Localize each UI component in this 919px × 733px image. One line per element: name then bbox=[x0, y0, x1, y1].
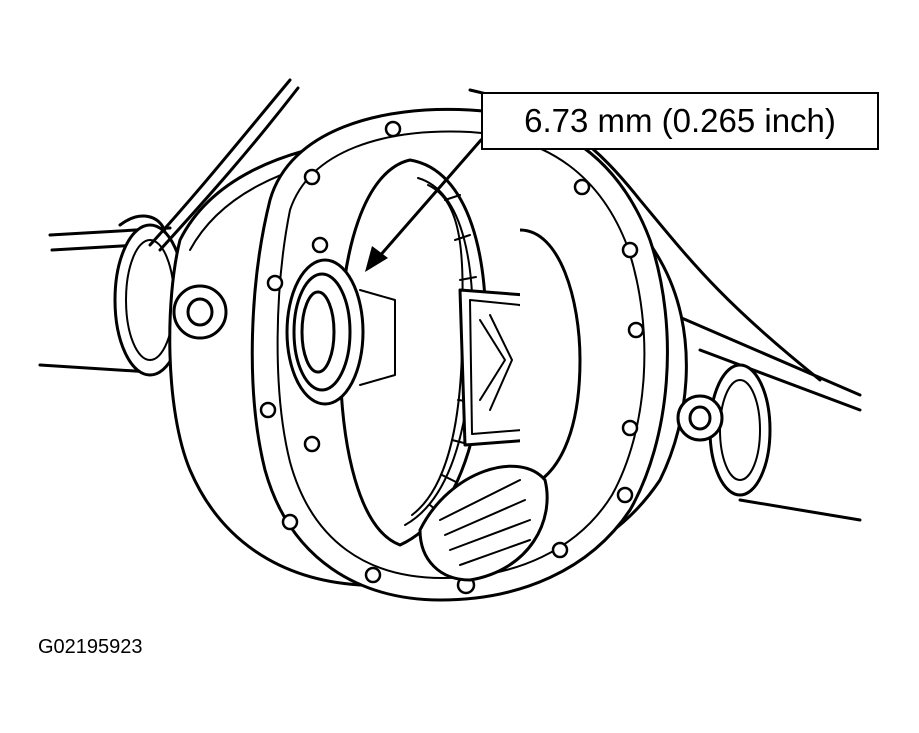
callout-pointer bbox=[365, 138, 483, 272]
measurement-callout-text: 6.73 mm (0.265 inch) bbox=[524, 102, 836, 139]
figure-id: G02195923 bbox=[38, 636, 143, 658]
left-axle-tube bbox=[38, 214, 187, 377]
right-axle-tube bbox=[638, 298, 862, 522]
brake-line bbox=[148, 78, 292, 247]
pinion-gear bbox=[418, 464, 549, 582]
differential-case bbox=[458, 228, 582, 492]
bolt-holes bbox=[259, 120, 645, 595]
measurement-callout-box: 6.73 mm (0.265 inch) bbox=[481, 92, 879, 150]
side-bearing bbox=[285, 258, 396, 406]
